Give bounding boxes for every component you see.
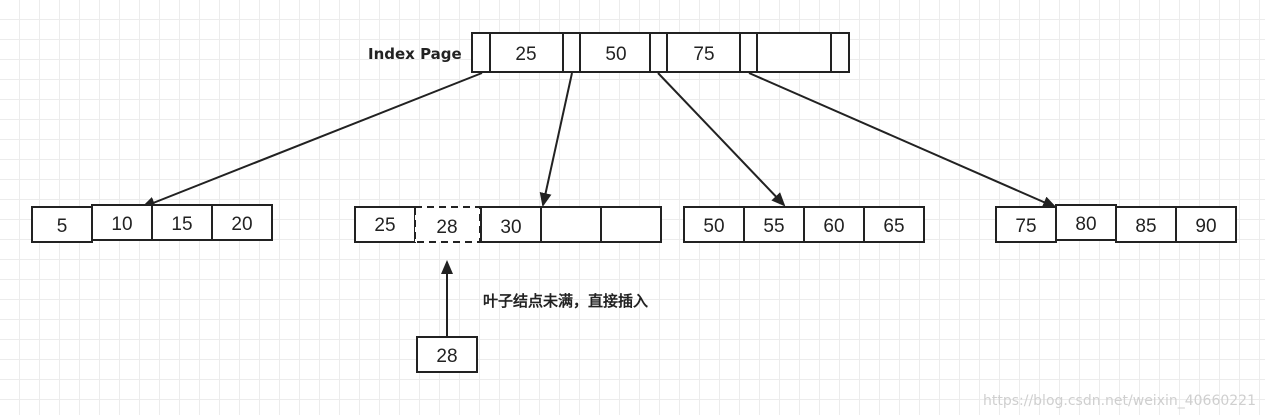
insert-key-box bbox=[416, 336, 478, 373]
leaf4-key-2: 80 bbox=[1075, 214, 1096, 235]
leaf4-key-1: 75 bbox=[1015, 216, 1036, 237]
leaf-page-4: 75 80 85 90 bbox=[995, 204, 1237, 243]
inserted-slot bbox=[414, 206, 481, 243]
leaf1-key-2: 10 bbox=[111, 214, 132, 235]
leaf1-key-4: 20 bbox=[231, 214, 252, 235]
insert-key: 28 bbox=[436, 346, 457, 367]
leaf-page-2: 25 28 30 bbox=[354, 206, 662, 243]
leaf3-key-1: 50 bbox=[703, 216, 724, 237]
leaf-page-3: 50 55 60 65 bbox=[683, 206, 925, 243]
index-key-1: 25 bbox=[515, 44, 536, 65]
index-page: Index Page 25 50 75 bbox=[368, 32, 850, 73]
insert-operation: 28 叶子结点未满，直接插入 bbox=[416, 260, 648, 373]
leaf2-key-3: 30 bbox=[500, 217, 521, 238]
leaf4-key-3: 85 bbox=[1135, 216, 1156, 237]
index-key-3: 75 bbox=[693, 44, 714, 65]
index-key-2: 50 bbox=[605, 44, 626, 65]
leaf4-key-4: 90 bbox=[1195, 216, 1216, 237]
leaf2-key-1: 25 bbox=[374, 215, 395, 236]
leaf1-key-1: 5 bbox=[57, 216, 68, 237]
pointer-arrows bbox=[141, 72, 1057, 209]
pointer-arrow-1 bbox=[141, 72, 483, 209]
leaf3-key-3: 60 bbox=[823, 216, 844, 237]
leaf-page-1: 5 10 15 20 bbox=[31, 204, 273, 243]
pointer-arrow-3 bbox=[657, 72, 786, 207]
leaf1-key-3: 15 bbox=[171, 214, 192, 235]
index-page-box bbox=[471, 32, 850, 73]
index-page-label: Index Page bbox=[368, 45, 462, 63]
pointer-arrow-4 bbox=[748, 72, 1057, 208]
pointer-arrow-2 bbox=[539, 72, 573, 207]
leaf3-key-2: 55 bbox=[763, 216, 784, 237]
leaf3-key-4: 65 bbox=[883, 216, 904, 237]
watermark-text: https://blog.csdn.net/weixin_40660221 bbox=[983, 393, 1256, 409]
insert-note: 叶子结点未满，直接插入 bbox=[483, 292, 648, 310]
leaf2-key-2: 28 bbox=[436, 217, 457, 238]
